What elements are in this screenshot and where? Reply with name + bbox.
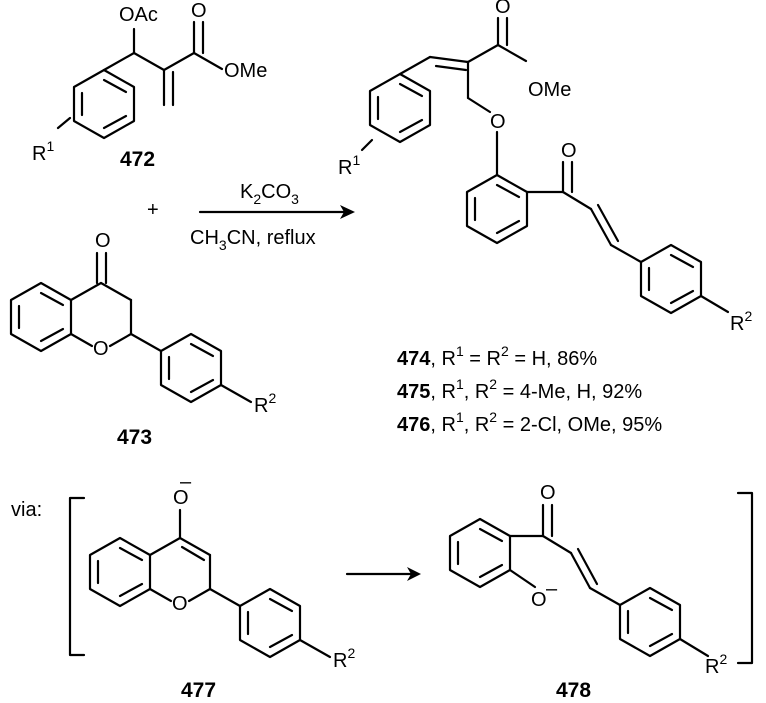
ring-o-label: O	[93, 338, 109, 360]
ester-ome-label: OMe	[224, 60, 267, 82]
r2-478-label: R2	[705, 651, 727, 678]
compound-472-structure	[56, 20, 224, 140]
product-r2-label: R2	[730, 308, 752, 335]
carbonyl-o-label: O	[191, 0, 207, 22]
plus-sign: +	[147, 199, 159, 221]
product-ether-o-label: O	[490, 111, 506, 133]
ring-o-477-label: O	[172, 593, 188, 615]
product-r1-label: R1	[338, 152, 360, 179]
compound-478-structure	[448, 503, 710, 658]
result-475: 475, R1, R2 = 4-Me, H, 92%	[397, 376, 642, 403]
left-bracket	[68, 496, 86, 657]
result-474: 474, R1 = R2 = H, 86%	[397, 343, 597, 370]
conditions-label: CH3CN, reflux	[190, 227, 316, 253]
product-ester-o-label: O	[495, 0, 511, 18]
enolate-charge: –	[180, 471, 192, 493]
intermediate-arrow	[345, 567, 421, 581]
product-ome-label: OMe	[528, 79, 571, 101]
compound-478-id: 478	[556, 679, 591, 702]
reaction-arrow	[198, 205, 355, 219]
via-label: via:	[11, 499, 42, 521]
ketone-o-label: O	[95, 230, 111, 252]
compound-473-structure	[9, 251, 253, 404]
product-ketone-o-label: O	[561, 140, 577, 162]
compound-477-id: 477	[181, 679, 216, 702]
ketone-o-478-label: O	[540, 482, 556, 504]
base-label: K2CO3	[240, 181, 299, 207]
phenoxide-o-label: O	[531, 589, 547, 611]
result-476: 476, R1, R2 = 2-Cl, OMe, 95%	[397, 409, 662, 436]
enolate-o-label: O	[173, 487, 189, 509]
r2-477-label: R2	[333, 645, 355, 672]
compound-472-id: 472	[120, 148, 155, 171]
compound-477-structure	[88, 508, 332, 659]
compound-473-id: 473	[117, 426, 152, 449]
right-bracket	[736, 491, 754, 665]
acetate-label: OAc	[119, 4, 158, 26]
results-list: 474, R1 = R2 = H, 86% 475, R1, R2 = 4-Me…	[397, 343, 662, 436]
r1-label: R1	[32, 138, 54, 165]
product-structure	[360, 16, 730, 315]
phenoxide-charge: –	[546, 578, 558, 600]
r2-label: R2	[254, 390, 276, 417]
